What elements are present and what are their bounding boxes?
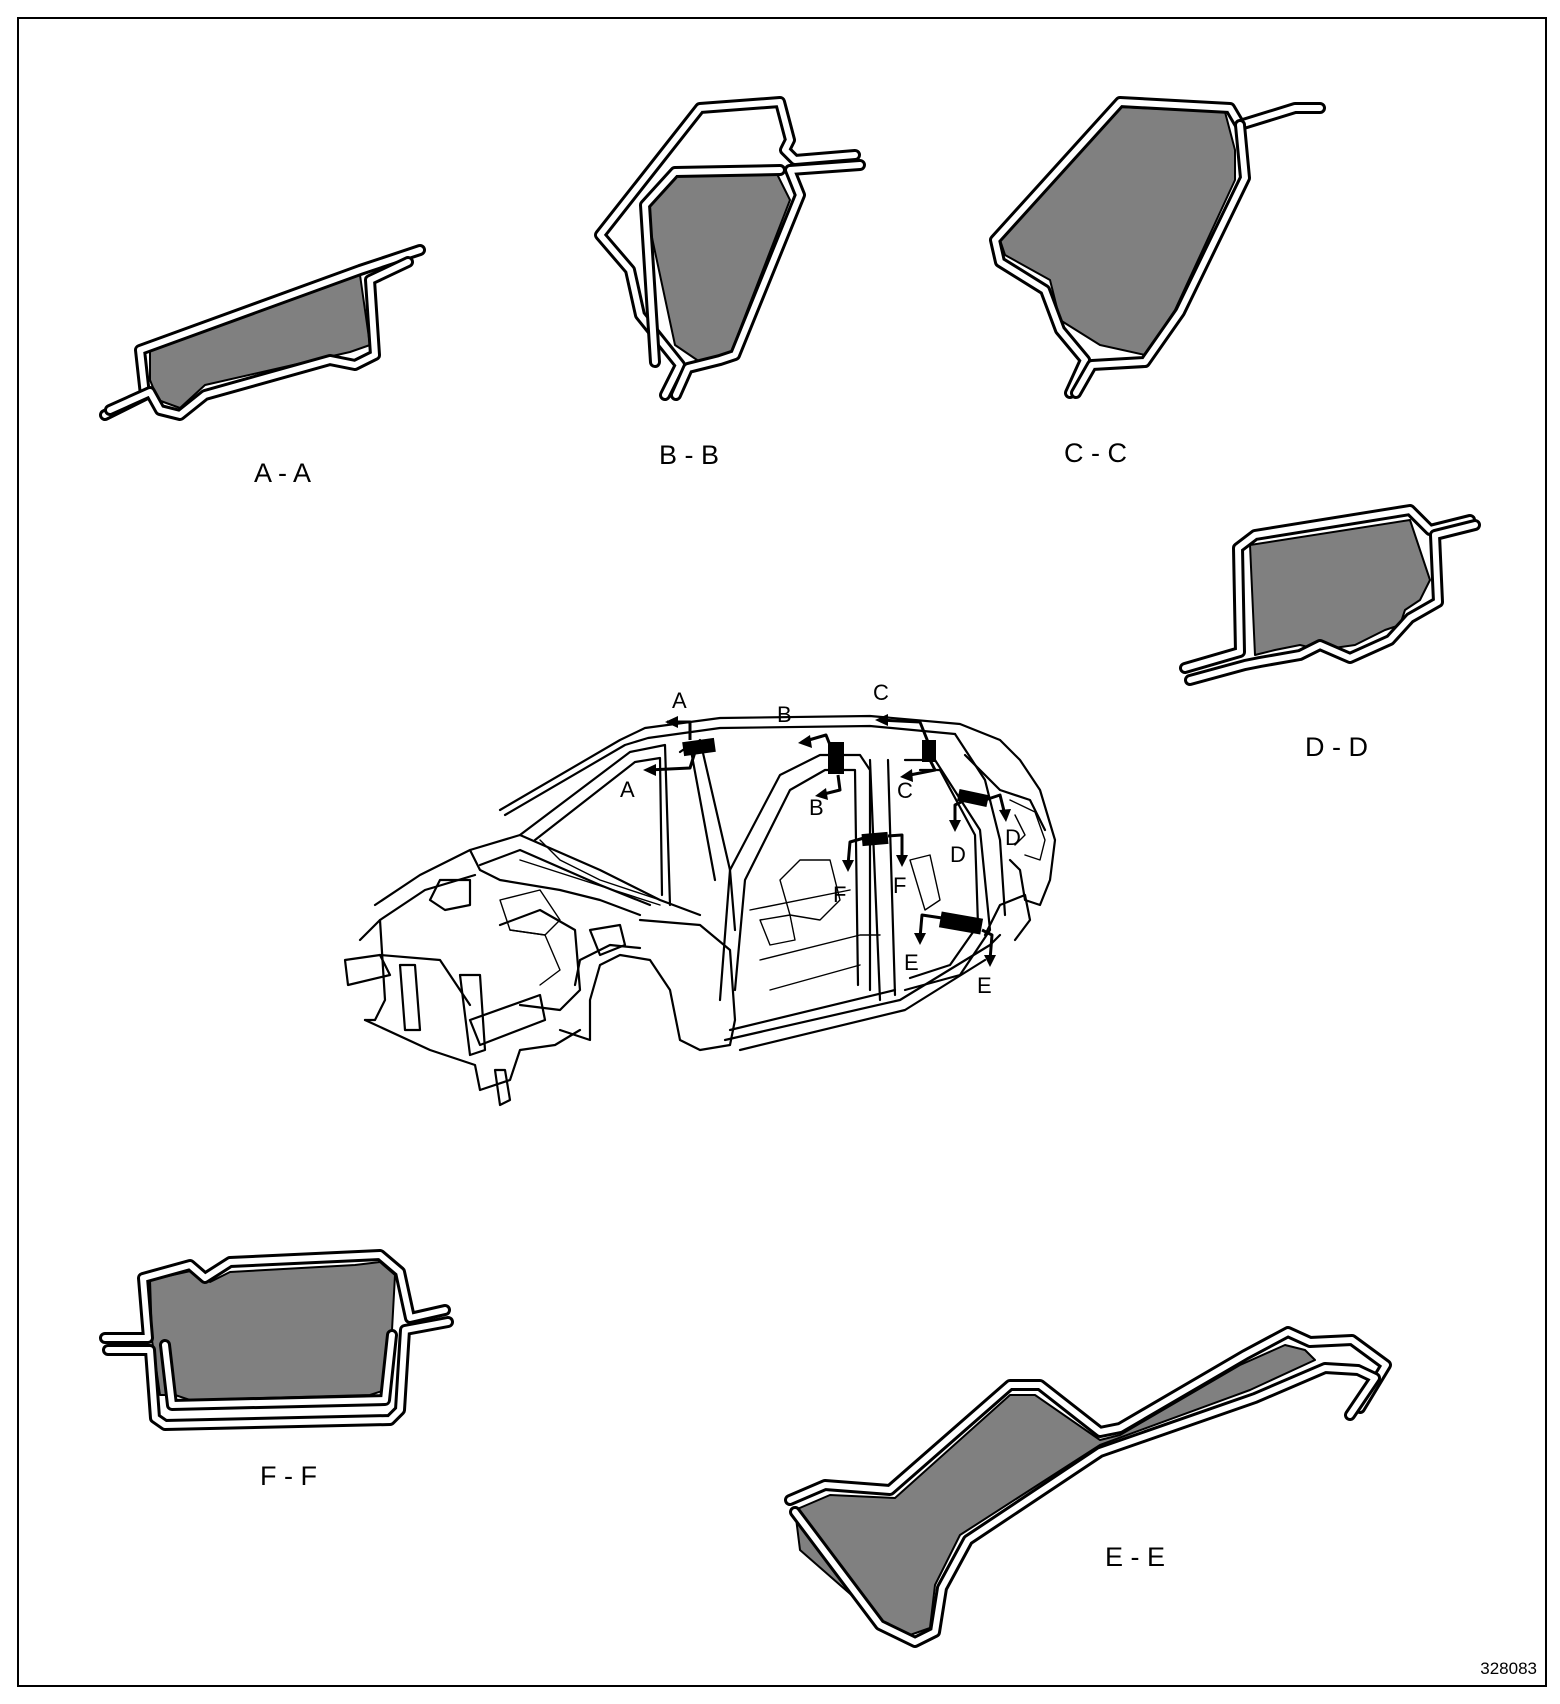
marker-a-top: A (672, 688, 687, 713)
marker-d-left: D (950, 842, 966, 867)
section-c-fill (999, 106, 1236, 356)
section-b-label: B - B (659, 440, 719, 470)
section-a-a: A - A (99, 244, 426, 488)
section-a-label: A - A (254, 458, 311, 488)
section-c-c: C - C (989, 96, 1326, 468)
section-c-label: C - C (1064, 438, 1127, 468)
section-b-b: B - B (594, 96, 866, 470)
marker-b-bottom: B (809, 795, 824, 820)
marker-b-top: B (777, 702, 792, 727)
section-f-fill (149, 1261, 396, 1401)
car-body-illustration (343, 714, 1057, 1107)
section-e-e: E - E (784, 1326, 1392, 1648)
marker-c-top: C (873, 680, 889, 705)
marker-f-right: F (893, 873, 906, 898)
reference-number: 328083 (1480, 1659, 1537, 1678)
section-f-f: F - F (99, 1249, 454, 1491)
marker-f-left: F (833, 882, 846, 907)
section-d-d: D - D (1179, 504, 1481, 762)
section-a-fill (149, 274, 371, 409)
section-e-fill (794, 1344, 1316, 1636)
car-section-markers: A A B B C C D D F F (620, 680, 1021, 998)
marker-a-bottom: A (620, 777, 635, 802)
marker-c-bottom: C (897, 778, 913, 803)
marker-e-right: E (977, 973, 992, 998)
marker-e-left: E (904, 950, 919, 975)
section-e-label: E - E (1105, 1542, 1165, 1572)
section-d-label: D - D (1305, 732, 1368, 762)
section-d-fill (1249, 519, 1431, 656)
diagram-frame (17, 17, 1547, 1687)
marker-d-right: D (1005, 825, 1021, 850)
section-f-label: F - F (260, 1461, 317, 1491)
